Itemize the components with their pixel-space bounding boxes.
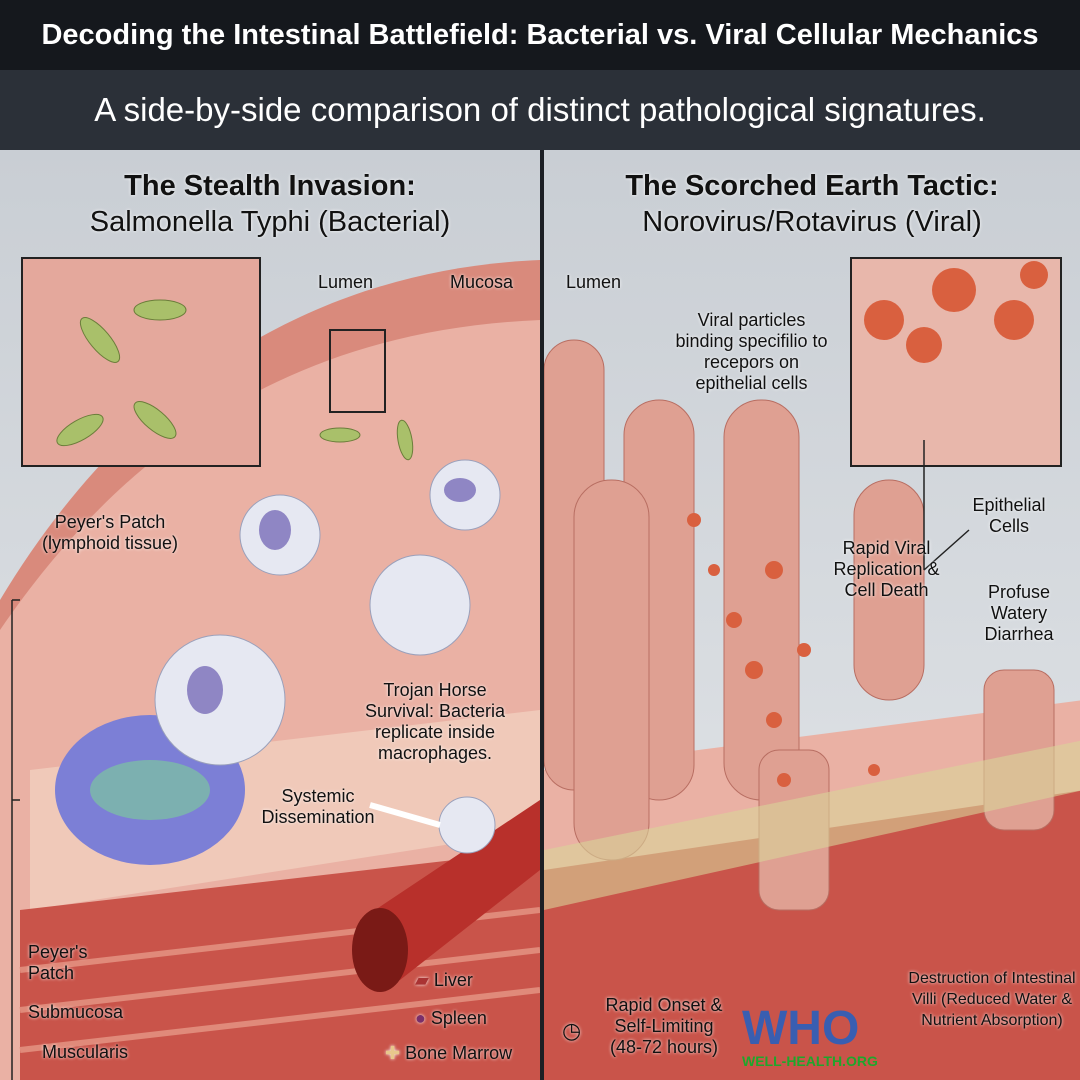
label-duration: (48-72 hours) <box>609 1037 719 1057</box>
bacterial-heading: The Stealth Invasion: <box>124 170 416 202</box>
viral-heading: The Scorched Earth Tactic: <box>625 170 999 202</box>
watermark-text: WHO <box>742 1002 860 1055</box>
label-trojan-horse: Trojan Horse Survival: Bacteria replicat… <box>364 680 506 763</box>
label-epithelial-cells: Epithelial Cells <box>972 495 1046 536</box>
label-watery-diarrhea: Profuse Watery Diarrhea <box>984 582 1054 644</box>
label-muscularis: Muscularis <box>42 1042 129 1062</box>
main-title: Decoding the Intestinal Battlefield: Bac… <box>0 0 1080 70</box>
label-bone-marrow: Bone Marrow <box>405 1043 513 1063</box>
label-rapid-replication: Rapid Viral Replication & Cell Death <box>833 538 940 600</box>
label-viral-binding: Viral particles binding specifilio to re… <box>675 310 828 393</box>
watermark-sub: WELL-HEALTH.ORG <box>742 1053 878 1069</box>
bacterial-subheading: Salmonella Typhi (Bacterial) <box>89 206 451 238</box>
virus-inset <box>850 257 1062 467</box>
watermark-logo: WHO WELL-HEALTH.ORG <box>742 1005 892 1075</box>
label-mucosa: Mucosa <box>450 272 514 292</box>
label-rapid-onset: Rapid Onset & Self-Limiting <box>605 995 723 1036</box>
viral-subheading: Norovirus/Rotavirus (Viral) <box>642 206 982 238</box>
viral-panel: The Scorched Earth Tactic: Norovirus/Rota… <box>540 150 1080 1080</box>
label-systemic-dissemination: Systemic Dissemination <box>261 786 375 827</box>
bone-icon: ✚ Bone Marrow <box>385 1043 513 1063</box>
bacterial-panel: The Stealth Invasion: Salmonella Typhi (B… <box>0 150 540 1080</box>
clock-icon: ◷ <box>562 1018 582 1043</box>
bacterial-illustration <box>0 257 540 1080</box>
bacteria-inset <box>21 257 261 467</box>
label-peyers-patch-top: Peyer's Patch (lymphoid tissue) <box>41 512 179 553</box>
liver-icon: ▰ Liver <box>415 970 473 990</box>
label-submucosa: Submucosa <box>28 1002 124 1022</box>
label-spleen: Spleen <box>430 1008 487 1028</box>
spleen-icon: ● Spleen <box>415 1008 487 1028</box>
subtitle: A side-by-side comparison of distinct pa… <box>0 70 1080 150</box>
label-villi-destruction: Destruction of Intestinal Villi (Reduced… <box>908 970 1076 1029</box>
label-liver: Liver <box>433 970 473 990</box>
viral-illustration <box>544 257 1080 1080</box>
label-lumen: Lumen <box>318 272 374 292</box>
label-viral-lumen: Lumen <box>566 272 622 292</box>
label-peyers-patch-bottom: Peyer's Patch <box>28 942 88 983</box>
